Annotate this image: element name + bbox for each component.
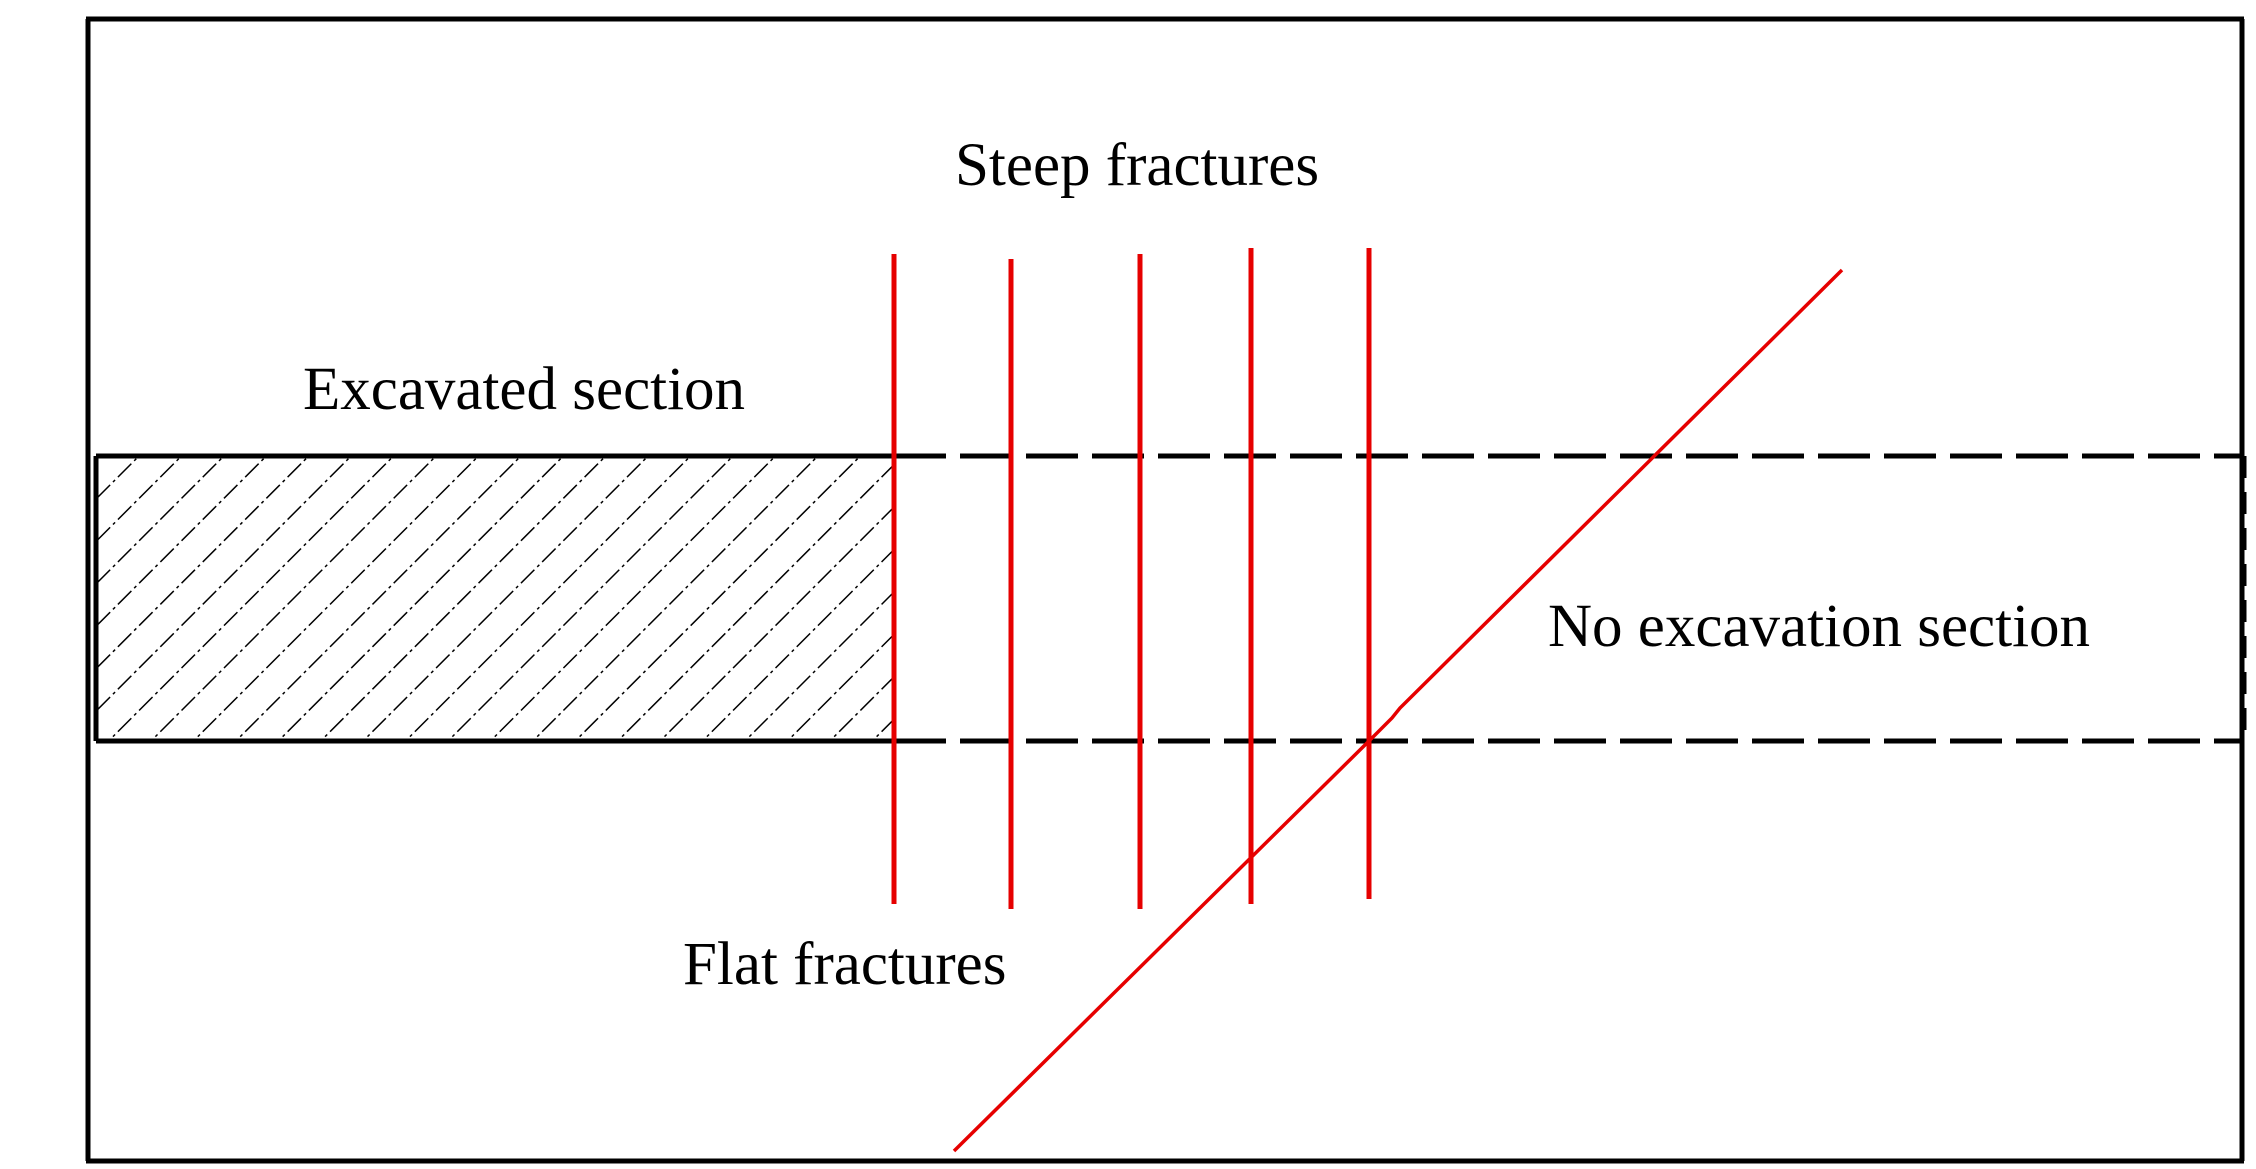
no-excavation-section-label: No excavation section	[1548, 593, 2090, 660]
flat-fractures-label: Flat fractures	[683, 931, 1007, 998]
steep-fractures	[891, 248, 1372, 909]
steep-fractures-label: Steep fractures	[955, 132, 1319, 199]
inclined-fracture-line	[952, 268, 1844, 1153]
excavated-section-hatch	[96, 456, 894, 741]
inclined-fracture	[952, 268, 1844, 1153]
no-excavation-section	[894, 453, 2247, 744]
excavated-section-label: Excavated section	[303, 356, 745, 423]
excavated-section	[93, 453, 894, 744]
